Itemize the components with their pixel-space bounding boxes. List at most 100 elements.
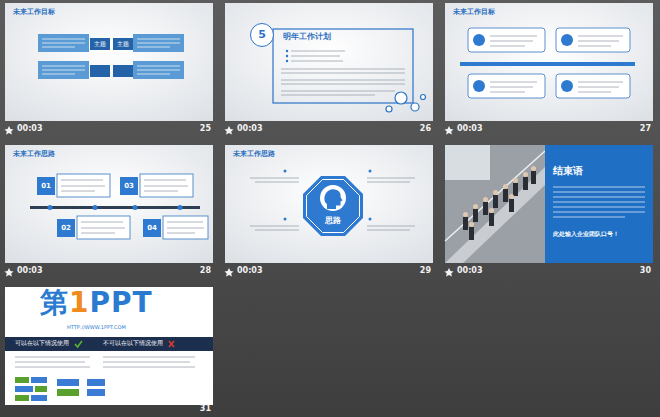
- slide-thumbnail: [250, 178, 299, 179]
- timing-icon: [225, 126, 234, 135]
- slide-thumbnail: [291, 51, 345, 52]
- slide-thumbnail: [75, 341, 82, 347]
- people: [489, 213, 494, 226]
- people: [463, 217, 468, 230]
- step-number-text: 04: [147, 224, 157, 232]
- slide-thumbnail: [61, 180, 103, 181]
- slide-thumbnail: [15, 367, 90, 368]
- slide-thumbnail: [490, 41, 533, 42]
- slide-thumbnail: [445, 145, 490, 180]
- slide-thumbnail: [144, 186, 188, 187]
- slide-number: 25: [200, 124, 211, 134]
- slide-thumbnail: [411, 103, 419, 111]
- slide-thumbnail: [578, 46, 611, 47]
- slide-thumbnail: [5, 287, 213, 405]
- slide-thumbnail: [167, 222, 203, 223]
- slide-thumbnail: [490, 36, 537, 37]
- slide-thumbnail: [284, 170, 287, 173]
- slide-thumbnail: [81, 222, 123, 223]
- slide-thumbnail: [250, 178, 415, 230]
- brand-logo: 第1PPT: [40, 289, 153, 317]
- slide-thumbnail: [38, 34, 89, 52]
- slide-thumbnail: [386, 106, 392, 112]
- slide-thumbnail: [225, 145, 433, 263]
- slide-thumbnail: [137, 47, 170, 48]
- brand-url: HTTP://WWW.1PPT.COM: [67, 325, 126, 331]
- slide-thumbnail: [178, 205, 183, 210]
- people: [493, 195, 498, 208]
- slide-thumbnail: [225, 145, 433, 263]
- slide-thumbnail: [281, 84, 405, 85]
- people: [473, 209, 478, 222]
- people: [463, 171, 536, 240]
- partner-logos: [35, 386, 47, 392]
- slide-thumbnail: [286, 50, 288, 62]
- partner-logos: [15, 395, 29, 401]
- people: [463, 166, 536, 240]
- slide-thumbnail: [48, 205, 183, 210]
- slide-thumbnail: [140, 174, 193, 197]
- slide-thumbnail: [553, 187, 645, 217]
- slide-thumbnail: [490, 82, 537, 83]
- slide-thumbnail: [445, 145, 653, 263]
- octagon-label: 思路: [303, 216, 363, 225]
- duration-label: 00:03: [17, 266, 42, 276]
- people: [503, 189, 508, 202]
- slide-thumbnail: [5, 337, 213, 351]
- timing-icon: [445, 126, 454, 135]
- slide-thumbnail: [281, 51, 405, 95]
- slide-thumbnail: [291, 56, 340, 57]
- slide-thumbnail: [553, 187, 645, 188]
- slide-number: 28: [200, 266, 211, 276]
- slide-thumbnail: [367, 226, 415, 227]
- step-number-text: 01: [41, 182, 51, 190]
- slide-thumbnail: [90, 65, 110, 77]
- slide-thumbnail: [133, 61, 184, 79]
- slide-thumbnail: [281, 80, 405, 81]
- people: [503, 184, 508, 189]
- slide-thumbnail: [553, 217, 625, 218]
- topic-box: 主题: [90, 38, 110, 50]
- slide-number: 29: [420, 266, 431, 276]
- slide-thumbnail: [133, 34, 184, 52]
- slide-thumbnail: [578, 41, 619, 42]
- step-number: 02: [57, 219, 75, 237]
- head-icon: [324, 189, 342, 209]
- slide-thumbnail: 未来工作目标主题主题: [5, 3, 213, 121]
- head-icon-ground: [320, 185, 346, 211]
- slide-thumbnail: [281, 73, 405, 74]
- people: [469, 227, 474, 240]
- slide-thumbnail: [144, 180, 186, 181]
- slide-thumbnail: [42, 70, 85, 71]
- slide-thumbnail: 结束语此处输入企业团队口号！: [445, 145, 653, 263]
- slide-number: 30: [640, 266, 651, 276]
- partner-logos: [31, 395, 47, 401]
- duration-label: 00:03: [237, 124, 262, 134]
- slide-title: 未来工作思路: [13, 150, 55, 158]
- slide-thumbnail: [42, 66, 85, 67]
- slide-thumbnail: [255, 230, 299, 231]
- people: [493, 190, 498, 195]
- slide-thumbnail: [369, 218, 372, 221]
- slide-thumbnail: [48, 205, 53, 210]
- slide-thumbnail: [225, 3, 433, 121]
- slide-thumbnail: [395, 92, 407, 104]
- slide-thumbnail: [578, 82, 623, 83]
- slide-thumbnail: [15, 362, 85, 363]
- slide-thumbnail: [57, 174, 110, 197]
- step-number: 03: [120, 177, 138, 195]
- people: [473, 204, 478, 209]
- timing-icon: [5, 126, 454, 277]
- people: [509, 194, 514, 199]
- slide-thumbnail: [5, 145, 213, 263]
- slide-thumbnail: [553, 207, 645, 208]
- slide-thumbnail: 未来工作思路思路: [225, 145, 433, 263]
- step-number-text: 03: [124, 182, 134, 190]
- people: [523, 172, 528, 177]
- slide-thumbnail: [561, 34, 573, 46]
- slide-thumbnail: [250, 226, 299, 227]
- slide-thumbnail: [61, 186, 105, 187]
- slide-thumbnail: [490, 92, 525, 93]
- slide-thumbnail: [421, 95, 426, 100]
- people: [531, 166, 536, 171]
